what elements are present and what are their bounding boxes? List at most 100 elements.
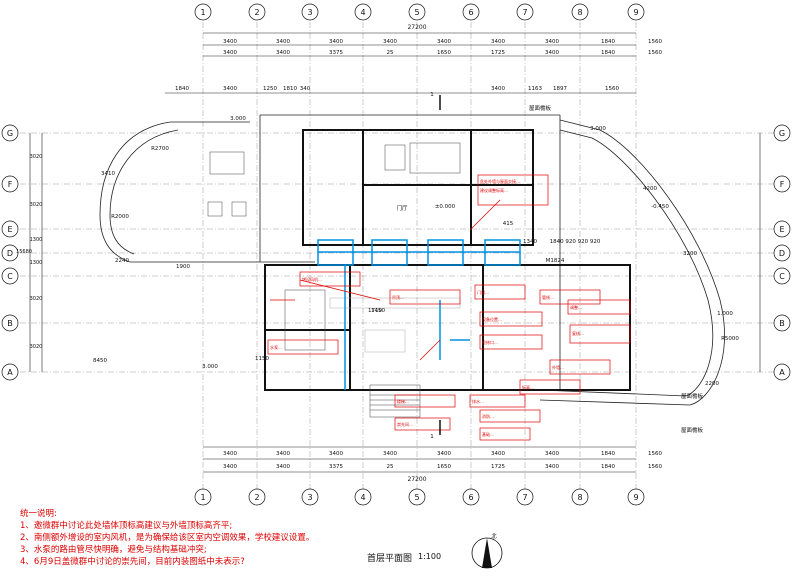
label-north-label: 北	[491, 532, 497, 540]
dimension-top-row2: 1560	[648, 50, 662, 56]
dimension-top-row1: 3400	[383, 39, 397, 45]
label-dim-1450: 1450	[371, 308, 385, 314]
column-axis-bubbles-bottom	[194, 488, 645, 506]
svg-text:检修口…: 检修口…	[482, 339, 498, 345]
column-axis-label-top: 3	[307, 8, 312, 17]
plan-scale: 1:100	[418, 552, 442, 561]
column-axis-label-top: 2	[254, 8, 259, 17]
dimension-bottom-row1: 3400	[383, 451, 397, 457]
label-radius-r2700: R2700	[151, 146, 169, 152]
dimension-upper: 1897	[553, 86, 567, 92]
dimension-bottom-row2: 25	[387, 464, 394, 470]
svg-text:管线…: 管线…	[542, 294, 554, 300]
column-axis-label-top: 4	[360, 8, 365, 17]
label-dim-3200: 3200	[683, 251, 697, 257]
dimension-top-row1: 3400	[545, 39, 559, 45]
dimension-upper: 3400	[223, 86, 237, 92]
label-door-m1824: M1824	[546, 258, 565, 264]
dimension-top-row1: 3400	[223, 39, 237, 45]
note-item-1: 1、邀微群中讨论此处墙体顶标高建议与外墙顶标高齐平;	[20, 521, 233, 531]
dimension-top-row1: 1840	[601, 39, 615, 45]
row-axis-label-right: F	[780, 180, 785, 189]
row-axis-label-right: G	[779, 129, 785, 138]
label-dim-1340: 1340	[523, 239, 537, 245]
dimension-top-row2: 1650	[437, 50, 451, 56]
label-section-mark-bottom: 1	[430, 434, 434, 440]
row-axis-label-right: B	[779, 319, 785, 328]
dimension-bottom-row2: 1840	[601, 464, 615, 470]
label-guard-rail-left: 屋面檐板	[681, 426, 704, 434]
notes-heading: 统一说明:	[20, 509, 57, 519]
label-dim-1900: 1900	[176, 264, 190, 270]
label-dim-3410: 3410	[101, 171, 115, 177]
dimension-top-row2: 1725	[491, 50, 505, 56]
label-level-3000-bottom: 3.000	[202, 364, 218, 370]
label-radius-r5000: R5000	[721, 336, 739, 342]
column-axis-label-bottom: 4	[360, 493, 365, 502]
label-guard-rail-right: 屋面檐板	[681, 392, 704, 400]
svg-text:设备位置…: 设备位置…	[482, 316, 502, 322]
svg-text:标高…: 标高…	[522, 384, 534, 390]
dimension-bottom-row2: 3400	[223, 464, 237, 470]
dimension-top-row2: 3400	[223, 50, 237, 56]
general-notes: 统一说明: 1、邀微群中讨论此处墙体顶标高建议与外墙顶标高齐平; 2、南侧额外增…	[20, 508, 410, 568]
column-axis-label-top: 9	[633, 8, 638, 17]
column-axis-label-top: 6	[468, 8, 473, 17]
label-level-1000: 1.000	[717, 311, 733, 317]
svg-text:调整…: 调整…	[570, 304, 582, 310]
column-axis-label-bottom: 2	[254, 493, 259, 502]
axis-grid	[20, 22, 790, 490]
label-dim-1150: 1150	[255, 356, 269, 362]
note-item-2: 2、南侧额外增设的室内风机，是为确保给该区室内空调效果，学校建议设置。	[20, 533, 315, 543]
building-walls	[264, 129, 631, 391]
dimension-top-row2: 3400	[276, 50, 290, 56]
label-radius-r2000: R2000	[111, 214, 129, 220]
label-section-mark-top: 1	[430, 92, 434, 98]
svg-text:吊顶…: 吊顶…	[392, 295, 404, 300]
label-room-label: 门厅	[396, 204, 408, 212]
dimension-top-row1: 1560	[648, 39, 662, 45]
column-axis-label-bottom: 3	[307, 493, 312, 502]
label-dim-1840-920: 1840 920 920 920	[550, 239, 601, 245]
plan-title: 首层平面图	[367, 554, 413, 564]
canopy-outline	[99, 114, 725, 406]
svg-text:此处外墙与屋面交接…: 此处外墙与屋面交接…	[480, 178, 520, 184]
dimension-bottom-row2: 1725	[491, 464, 505, 470]
column-axis-label-bottom: 1	[200, 493, 205, 502]
dimension-upper: 3400	[491, 86, 505, 92]
label-dim-1710: 1710	[368, 308, 382, 314]
label-level-minus-0450: -0.450	[651, 204, 669, 210]
row-axis-label-left: C	[7, 272, 13, 281]
row-axis-label-left: E	[7, 225, 12, 234]
column-axis-label-bottom: 6	[468, 493, 473, 502]
dimension-top-row2: 3400	[545, 50, 559, 56]
label-level-0000: ±0.000	[435, 204, 456, 210]
svg-text:楼梯…: 楼梯…	[397, 398, 409, 404]
label-dim-2200: 2200	[705, 381, 719, 387]
dimension-bottom-row1: 3400	[437, 451, 451, 457]
dimension-bottom-row1: 1840	[601, 451, 615, 457]
column-axis-label-bottom: 5	[414, 493, 419, 502]
dimension-top-row1: 3400	[491, 39, 505, 45]
row-axis-bubbles-left	[1, 124, 19, 381]
label-level-3000-left: 3.000	[230, 116, 246, 122]
note-item-3: 3、水泵的路由管尽快明确，避免与结构基础冲突;	[20, 545, 207, 555]
column-axis-label-top: 5	[414, 8, 419, 17]
column-axis-label-bottom: 7	[522, 493, 527, 502]
column-axis-bubbles-top	[194, 3, 645, 21]
svg-text:建议调整标高…: 建议调整标高…	[480, 187, 508, 193]
svg-text:增设风机…: 增设风机…	[302, 276, 322, 282]
markup-text-glyphs: 此处外墙与屋面交接… 建议调整标高… 增设风机… 吊顶… 门窗… 管线… 调整……	[270, 178, 584, 437]
svg-text:水泵…: 水泵…	[270, 344, 282, 350]
dimension-upper: 1560	[605, 86, 619, 92]
dimension-bottom-row2: 1650	[437, 464, 451, 470]
row-axis-label-left: G	[7, 129, 13, 138]
dimension-left-total: 15680	[16, 249, 32, 255]
label-dim-415: 415	[503, 221, 514, 227]
dimension-top-row2: 25	[387, 50, 394, 56]
dimension-upper: 1810	[283, 86, 297, 92]
dimension-left-row: 3020	[30, 202, 43, 208]
dimension-upper: 1840	[175, 86, 189, 92]
